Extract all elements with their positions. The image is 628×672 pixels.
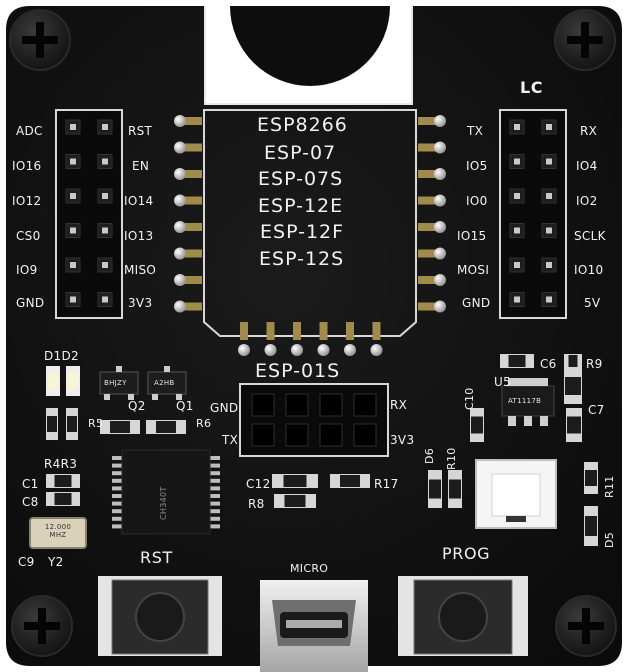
pogo-pin [174, 221, 186, 233]
esp01-socket-holes [251, 393, 377, 447]
pogo-pin [434, 300, 446, 313]
pogo-pin [174, 115, 186, 127]
smd-components [46, 354, 598, 546]
socket-hole [319, 423, 343, 447]
socket-hole [353, 393, 377, 417]
pogo-pin [434, 194, 446, 207]
pogo-pin [174, 274, 186, 286]
pogo-pin [264, 344, 277, 356]
pogo-pin [174, 247, 186, 260]
pogo-pin [174, 194, 186, 207]
pogo-pin [174, 300, 186, 313]
pogo-pin [434, 141, 446, 154]
pogo-pin [434, 274, 446, 286]
ldo-u5 [501, 378, 555, 426]
power-switch [475, 459, 557, 529]
left-pin-header [55, 109, 123, 319]
pogo-pin [291, 344, 303, 356]
socket-hole [285, 423, 309, 447]
pogo-pin [370, 344, 383, 356]
pogo-pin [238, 344, 250, 356]
right-pin-header [499, 109, 567, 319]
crystal-y2 [29, 517, 87, 549]
left-header-pins [65, 119, 113, 307]
micro-usb-port[interactable] [260, 580, 368, 672]
transistor-q1 [147, 366, 187, 400]
prog-button[interactable] [398, 576, 528, 656]
led-d2 [66, 366, 80, 396]
module-socket-outline [203, 109, 417, 337]
socket-arc [230, 6, 390, 86]
screw-top-left-icon [9, 9, 71, 71]
socket-hole [353, 423, 377, 447]
pogo-pins [174, 115, 446, 356]
rst-button[interactable] [98, 576, 222, 656]
pogo-pin [174, 141, 186, 154]
screw-bottom-right-icon [555, 595, 617, 657]
transistor-q2 [99, 366, 139, 400]
screw-bottom-left-icon [11, 595, 73, 657]
pogo-pin [434, 115, 446, 127]
led-d1 [46, 366, 60, 396]
pogo-pin [434, 221, 446, 233]
right-header-pins [509, 119, 557, 307]
pogo-pin [174, 168, 186, 180]
ch340-chip [112, 449, 220, 535]
screw-top-right-icon [554, 9, 616, 71]
socket-hole [319, 393, 343, 417]
pogo-pin [434, 247, 446, 260]
socket-hole [251, 393, 275, 417]
pogo-pin [317, 344, 330, 356]
socket-hole [285, 393, 309, 417]
pogo-pin [434, 168, 446, 180]
socket-hole [251, 423, 275, 447]
pogo-pin [344, 344, 356, 356]
